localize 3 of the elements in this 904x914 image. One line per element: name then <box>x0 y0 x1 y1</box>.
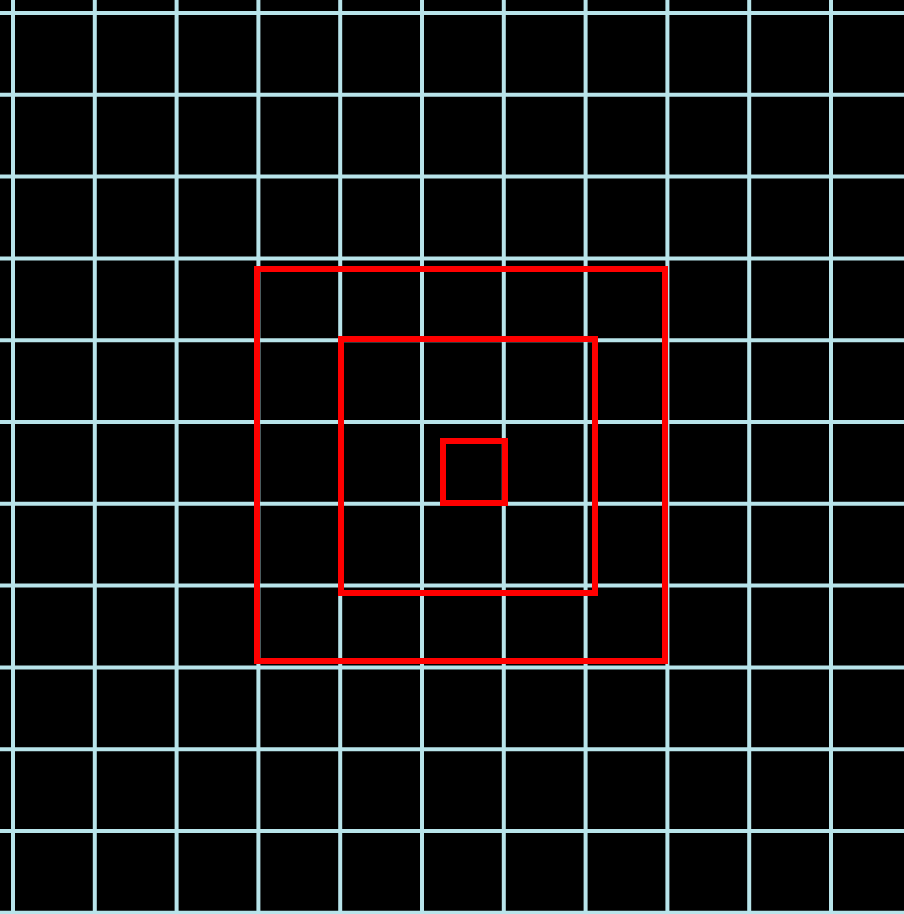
square-outline <box>440 438 508 506</box>
square-outline <box>254 266 668 664</box>
square-outline <box>338 336 598 596</box>
